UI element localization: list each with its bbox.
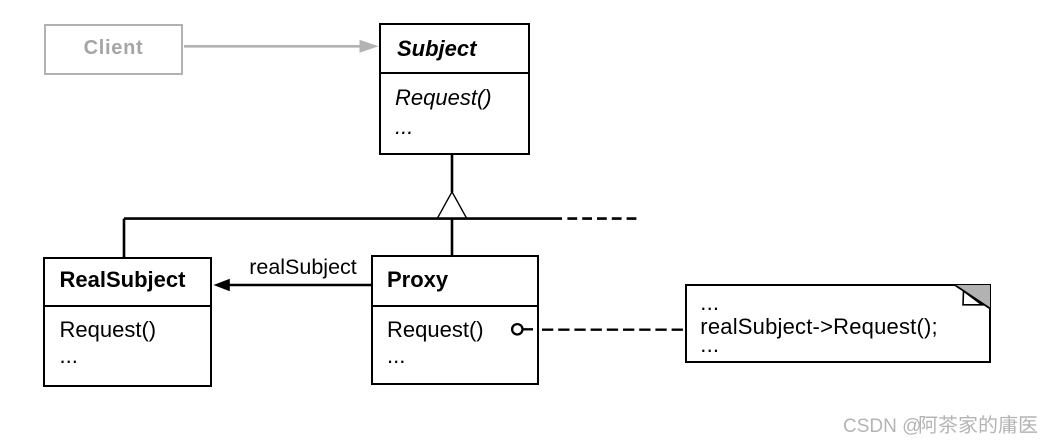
svg-text:CSDN @: CSDN @ bbox=[843, 416, 921, 437]
